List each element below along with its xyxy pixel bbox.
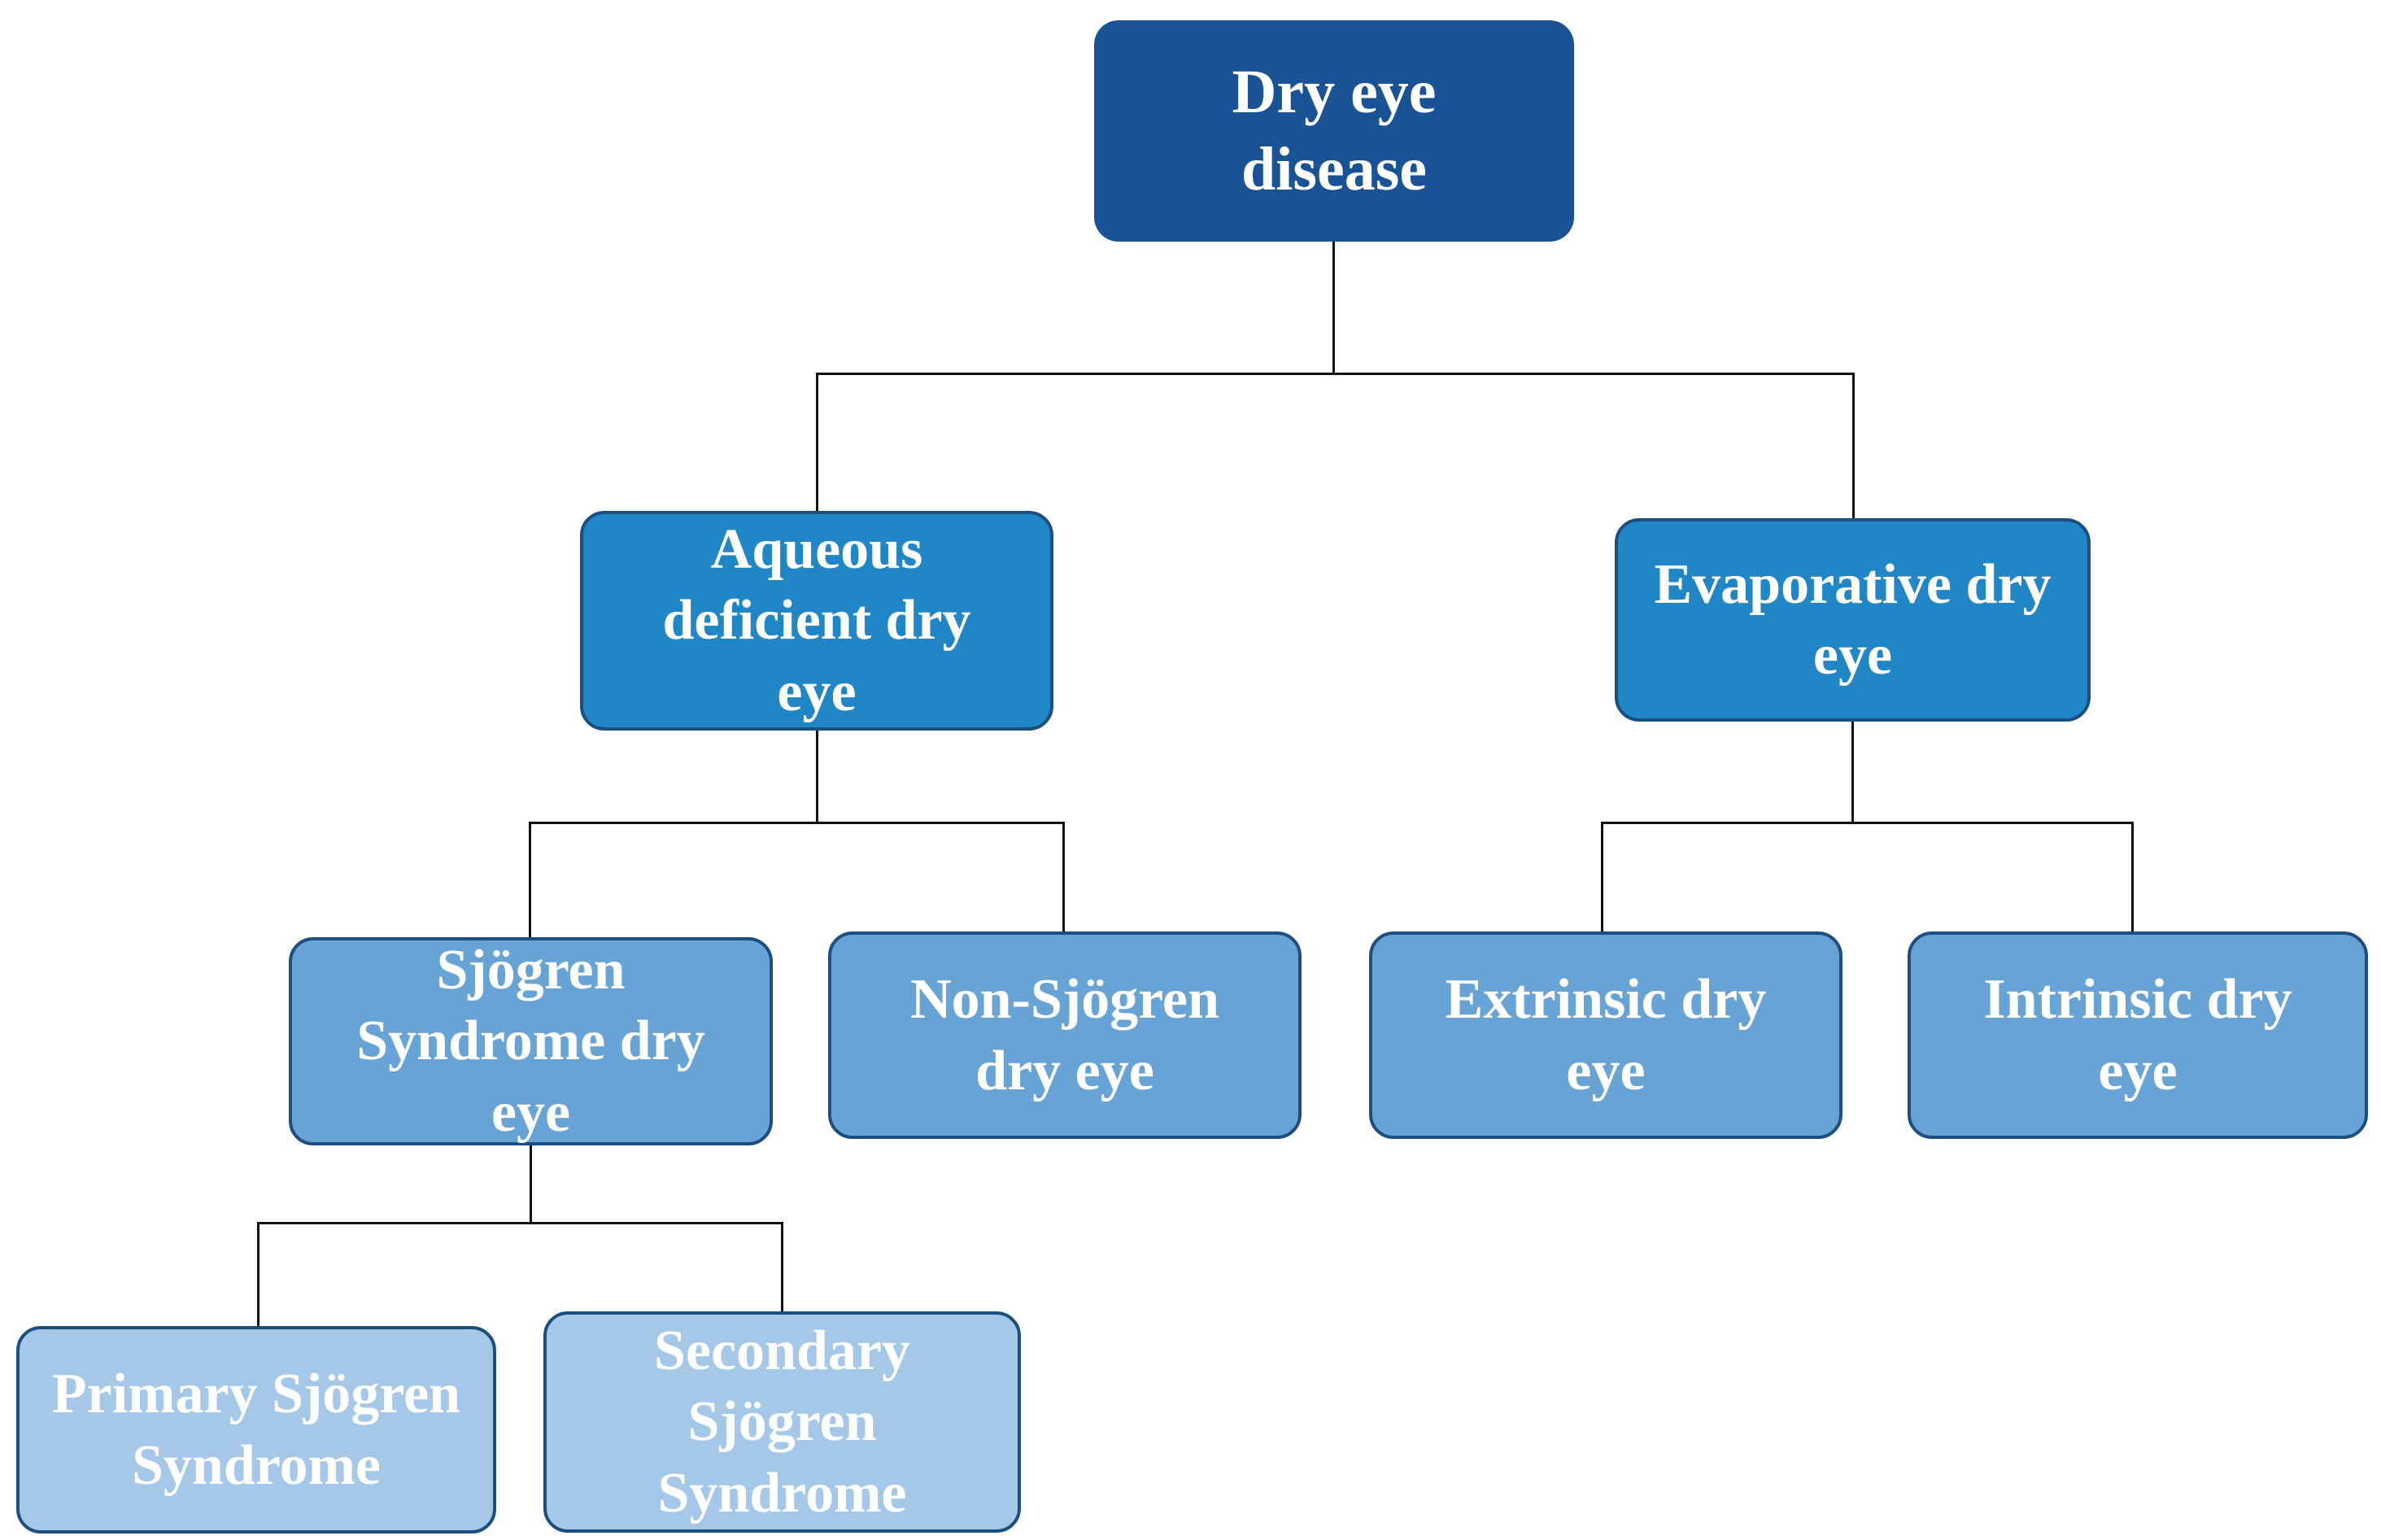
node-dry-eye-disease: Dry eye disease xyxy=(1094,20,1574,242)
connector-root-down xyxy=(1332,242,1335,374)
connector-drop-evaporative xyxy=(1852,373,1855,520)
connector-drop-sjogren xyxy=(529,822,531,939)
node-sjogren-syndrome-dry-eye: Sjögren Syndrome dry eye xyxy=(289,937,773,1145)
node-secondary-sjogren-syndrome: Secondary Sjögren Syndrome xyxy=(543,1311,1021,1533)
connector-evaporative-down xyxy=(1851,720,1854,823)
connector-sjogren-down xyxy=(530,1144,532,1224)
connector-drop-extrinsic xyxy=(1601,822,1603,933)
node-evaporative-dry-eye: Evaporative dry eye xyxy=(1615,518,2091,722)
node-aqueous-deficient-dry-eye: Aqueous deficient dry eye xyxy=(580,511,1053,731)
connector-aqueous-children-bar xyxy=(529,822,1065,824)
connector-drop-non-sjogren xyxy=(1062,822,1065,933)
node-non-sjogren-dry-eye: Non-Sjögren dry eye xyxy=(828,931,1302,1139)
connector-evaporative-children-bar xyxy=(1601,822,2134,824)
node-intrinsic-dry-eye: Intrinsic dry eye xyxy=(1908,931,2368,1139)
connector-sjogren-children-bar xyxy=(257,1222,783,1224)
connector-drop-aqueous xyxy=(816,373,818,513)
connector-aqueous-down xyxy=(816,729,818,823)
connector-drop-secondary-sjogren xyxy=(781,1222,783,1313)
connector-root-children-bar xyxy=(817,373,1855,375)
node-extrinsic-dry-eye: Extrinsic dry eye xyxy=(1369,931,1842,1139)
connector-drop-primary-sjogren xyxy=(257,1222,259,1328)
connector-drop-intrinsic xyxy=(2131,822,2134,933)
node-primary-sjogren-syndrome: Primary Sjögren Syndrome xyxy=(16,1326,496,1533)
